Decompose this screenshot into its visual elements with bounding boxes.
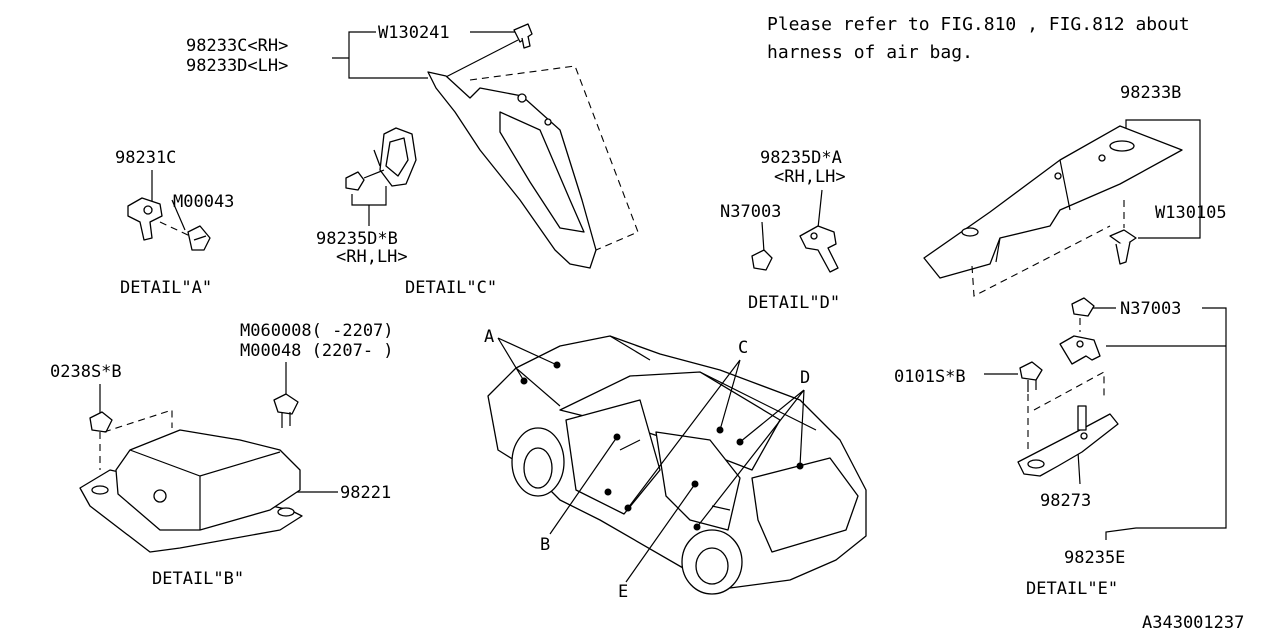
bracket-98233b-group: 98233B W130105 xyxy=(923,83,1227,297)
label-w130241: W130241 xyxy=(378,23,450,43)
label-0238s: 0238S*B xyxy=(50,362,122,382)
sensor-98231c-part xyxy=(127,197,163,241)
clip-w130241-icon xyxy=(513,23,533,49)
reference-note-line2: harness of air bag. xyxy=(767,42,973,63)
mount-axis-dashed-e xyxy=(1027,371,1105,452)
label-98273: 98273 xyxy=(1040,491,1091,511)
detail-a-title: DETAIL"A" xyxy=(120,278,212,298)
sensor-98235da-part xyxy=(799,225,839,273)
leader-car-e xyxy=(625,483,696,583)
label-m060008: M060008( -2207) xyxy=(240,321,394,341)
bolt-0238s-icon xyxy=(89,411,113,433)
label-m00043: M00043 xyxy=(173,192,234,212)
leader-w130241-diag xyxy=(439,39,519,81)
label-98235e: 98235E xyxy=(1064,548,1125,568)
leader-car-b xyxy=(549,436,618,535)
nut-n37003-e-icon xyxy=(1071,297,1095,317)
bracket-98273-part xyxy=(1017,405,1119,477)
detail-c-title: DETAIL"C" xyxy=(405,278,497,298)
leader-n37003-d xyxy=(761,221,765,253)
leader-98235db xyxy=(351,186,387,226)
airbag-module-c-part xyxy=(373,127,417,187)
label-0101s: 0101S*B xyxy=(894,367,966,387)
label-98233b: 98233B xyxy=(1120,83,1181,103)
label-98233c: 98233C<RH> xyxy=(186,36,288,56)
bracket-axis-dashed xyxy=(971,200,1125,297)
leader-98235da xyxy=(817,189,823,229)
leader-car-c xyxy=(627,359,741,509)
mount-axis-dashed-b xyxy=(99,409,173,470)
leader-car-d xyxy=(696,389,805,528)
leader-m00043 xyxy=(171,199,186,231)
car-label-b: B xyxy=(540,535,550,555)
nut-98235db-icon xyxy=(345,169,385,191)
label-rhlh-d: <RH,LH> xyxy=(774,167,846,187)
detail-e-group: N37003 0101S*B 98273 98235E DETAIL"E" xyxy=(894,297,1227,599)
detail-b-group: M060008( -2207) M00048 (2207- ) 0238S*B … xyxy=(50,321,394,589)
car-label-a: A xyxy=(484,327,494,347)
detail-d-title: DETAIL"D" xyxy=(748,293,840,313)
vehicle-overview-group: A B C D E xyxy=(484,327,867,602)
pillar-outline-dashed xyxy=(469,65,639,251)
leader-car-a xyxy=(497,337,558,382)
label-98231c: 98231C xyxy=(115,148,176,168)
pillar-trim-part xyxy=(427,71,597,269)
detail-c-group: 98233C<RH> 98233D<LH> W130241 9 xyxy=(186,23,639,298)
detail-b-title: DETAIL"B" xyxy=(152,569,244,589)
detail-d-group: 98235D*A <RH,LH> N37003 DETAIL"D" xyxy=(720,148,846,313)
airbag-control-unit-98221-part xyxy=(79,429,303,553)
leader-98233c-d xyxy=(332,31,428,79)
leader-98235e xyxy=(1105,307,1227,540)
car-label-c: C xyxy=(738,338,748,358)
label-98221: 98221 xyxy=(340,483,391,503)
bolt-axis-a xyxy=(159,221,191,237)
detail-e-title: DETAIL"E" xyxy=(1026,579,1118,599)
leader-98273 xyxy=(1077,451,1081,485)
label-98233d: 98233D<LH> xyxy=(186,56,288,76)
figure-code: A343001237 xyxy=(1142,613,1244,633)
label-m00048: M00048 (2207- ) xyxy=(240,341,394,361)
detail-a-group: 98231C M00043 DETAIL"A" xyxy=(115,148,234,298)
bolt-m00048-icon xyxy=(273,393,299,428)
car-label-d: D xyxy=(800,368,810,388)
vehicle-body-part xyxy=(487,335,867,595)
nut-n37003-d-icon xyxy=(751,249,773,271)
label-n37003-d: N37003 xyxy=(720,202,781,222)
label-98235da: 98235D*A xyxy=(760,148,842,168)
label-w130105: W130105 xyxy=(1155,203,1227,223)
bolt-m00043-icon xyxy=(187,225,211,251)
bolt-0101s-icon xyxy=(1019,361,1043,392)
sensor-98235e-part xyxy=(1059,335,1101,365)
label-98235db: 98235D*B xyxy=(316,229,398,249)
clip-w130105-icon xyxy=(1109,229,1137,265)
bracket-98233b-part xyxy=(923,125,1183,279)
leader-98233b-w130105 xyxy=(1125,119,1201,239)
label-rhlh-c: <RH,LH> xyxy=(336,247,408,267)
car-label-e: E xyxy=(618,582,628,602)
reference-note-line1: Please refer to FIG.810 , FIG.812 about xyxy=(767,14,1190,35)
label-n37003-e: N37003 xyxy=(1120,299,1181,319)
